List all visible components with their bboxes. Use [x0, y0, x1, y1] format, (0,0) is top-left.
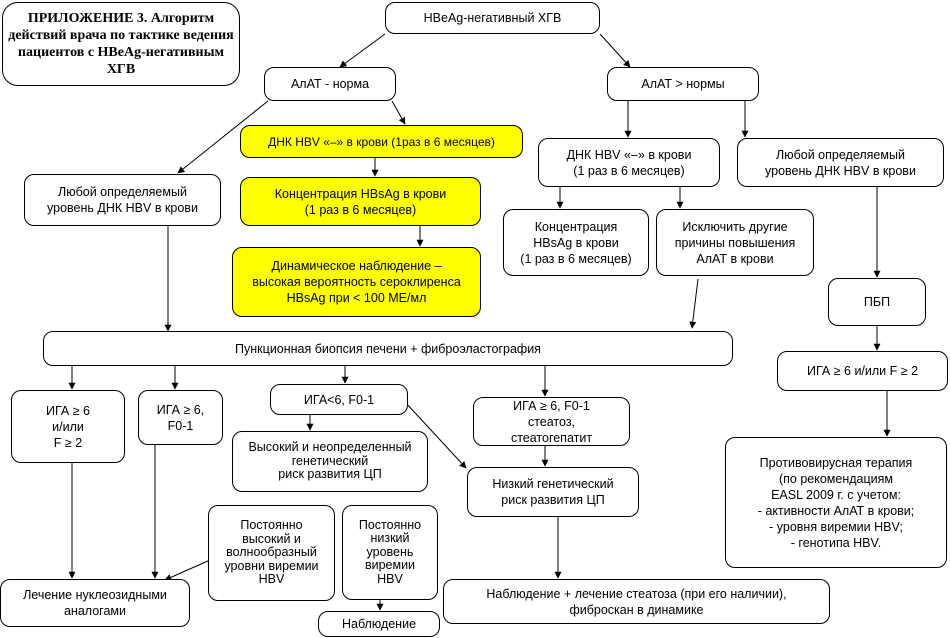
node-hbsag-concentration-left: Концентрация HBsAg в крови (1 раз в 6 ме…: [240, 177, 481, 226]
arrow-alt-norm-to-dna-neg: [391, 100, 406, 125]
node-iga-less-than-6: ИГА<6, F0-1: [270, 384, 408, 415]
node-nucleoside-treatment: Лечение нуклеозидными аналогами: [0, 579, 190, 627]
node-iga-or-f-right: ИГА ≥ 6 и/или F ≥ 2: [777, 351, 948, 391]
node-iga-f01: ИГА ≥ 6, F0-1: [138, 390, 223, 445]
node-liver-biopsy: Пункционная биопсия печени + фиброэласто…: [43, 331, 733, 366]
arrow-exclude-to-biopsy: [689, 278, 699, 329]
node-low-genetic-risk: Низкий генетический риск развития ЦП: [467, 467, 639, 517]
arrow-alt-norm-to-any-dna: [177, 100, 269, 174]
node-root-hbeag-negative: HBeAg-негативный ХГВ: [385, 2, 600, 34]
node-dna-negative-left: ДНК HBV «–» в крови (1раз в 6 месяцев): [240, 125, 523, 158]
node-alt-norm: АлАТ - норма: [264, 67, 396, 101]
node-observation-steatosis: Наблюдение + лечение стеатоза (при его н…: [443, 579, 830, 624]
node-hbsag-concentration-right: Концентрация HBsAg в крови (1 раз в 6 ме…: [503, 209, 649, 276]
arrow-root-to-alt-above: [599, 33, 631, 68]
node-any-dna-left: Любой определяемый уровень ДНК HBV в кро…: [24, 174, 221, 226]
node-dna-negative-right: ДНК HBV «–» в крови (1 раз в 6 месяцев): [538, 138, 720, 187]
node-exclude-other-causes: Исключить другие причины повышения АлАТ …: [656, 209, 814, 276]
node-any-dna-right: Любой определяемый уровень ДНК HBV в кро…: [737, 138, 944, 187]
node-iga-steatosis: ИГА ≥ 6, F0-1 стеатоз, стеатогепатит: [473, 397, 630, 446]
node-observation: Наблюдение: [318, 611, 440, 637]
node-high-genetic-risk: Высокий и неопределенный генетический ри…: [232, 431, 428, 492]
arrow-iga-lt6-to-low-risk: [404, 401, 467, 469]
node-antiviral-therapy: Противовирусная терапия (по рекомендация…: [725, 437, 947, 568]
arrow-root-to-alt-norm: [339, 33, 386, 68]
node-constant-high-viremia: Постоянно высокий и волнообразный уровни…: [208, 505, 335, 601]
node-pbp: ПБП: [828, 278, 926, 326]
appendix-title: ПРИЛОЖЕНИЕ 3. Алгоритм действий врача по…: [2, 2, 240, 86]
arrow-const-high-to-nucleoside: [164, 559, 211, 581]
node-constant-low-viremia: Постоянно низкий уровень виремии HBV: [342, 505, 438, 600]
node-iga-or-f-left: ИГА ≥ 6 и/или F ≥ 2: [11, 390, 125, 463]
node-dynamic-observation: Динамическое наблюдение – высокая вероят…: [232, 247, 481, 317]
node-alt-above-norm: АлАТ > нормы: [607, 67, 759, 101]
